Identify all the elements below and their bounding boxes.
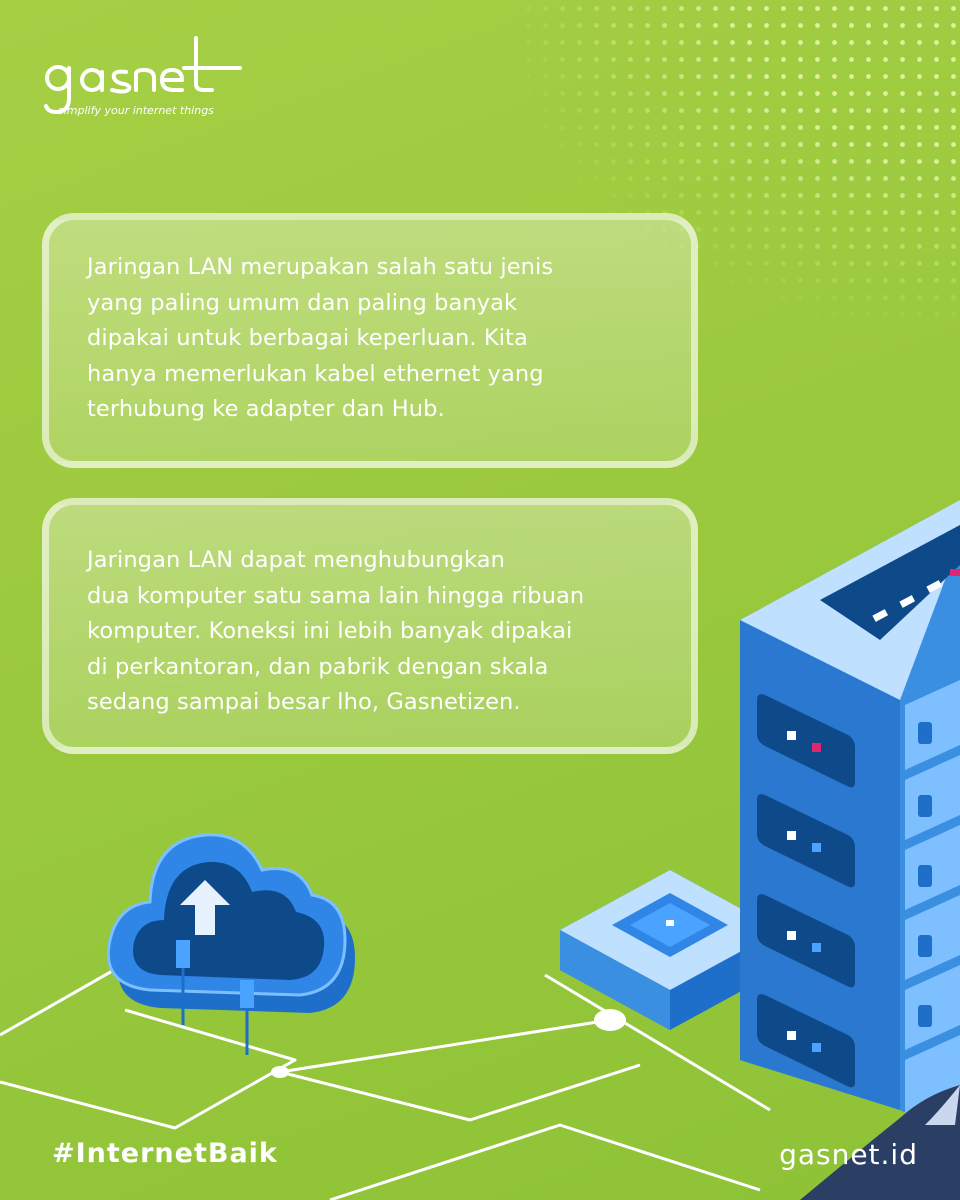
- card-1-line-1: Jaringan LAN merupakan salah satu jenis: [87, 254, 554, 280]
- info-card-2: Jaringan LAN dapat menghubungkan dua kom…: [42, 498, 698, 754]
- card-2-line-4: di perkantoran, dan pabrik dengan skala: [87, 653, 549, 680]
- card-1-line-4: hanya memerlukan kabel ethernet yang: [87, 360, 544, 387]
- logo-tagline: simplify your internet things: [58, 104, 214, 117]
- card-1-line-3: dipakai untuk berbagai keperluan. Kita: [87, 325, 528, 351]
- node-dot: [271, 1066, 289, 1078]
- network-lines: [0, 956, 771, 1200]
- card-2-line-2: dua komputer satu sama lain hingga ribua…: [87, 582, 585, 609]
- network-switch-icon: [560, 870, 780, 1030]
- card-2-line-5: sedang sampai besar lho, Gasnetizen.: [87, 689, 521, 715]
- server-rack-icon: [740, 500, 960, 1140]
- hashtag-label: #InternetBaik: [52, 1138, 278, 1169]
- dot-pattern: [520, 0, 960, 320]
- card-1-line-5: terhubung ke adapter dan Hub.: [87, 396, 445, 422]
- card-2-line-3: komputer. Koneksi ini lebih banyak dipak…: [87, 618, 573, 644]
- page-curl: [800, 1085, 960, 1200]
- card-1-line-2: yang paling umum dan paling banyak: [87, 289, 518, 316]
- card-2-line-1: Jaringan LAN dapat menghubungkan: [87, 547, 505, 573]
- website-label: gasnet.id: [779, 1138, 918, 1171]
- page-curl-fold: [925, 1085, 960, 1125]
- info-card-1: Jaringan LAN merupakan salah satu jenis …: [42, 213, 698, 468]
- cloud-upload-icon: [106, 833, 355, 1055]
- gasnet-logo: simplify your internet things: [40, 28, 250, 124]
- node-dot: [594, 1009, 626, 1031]
